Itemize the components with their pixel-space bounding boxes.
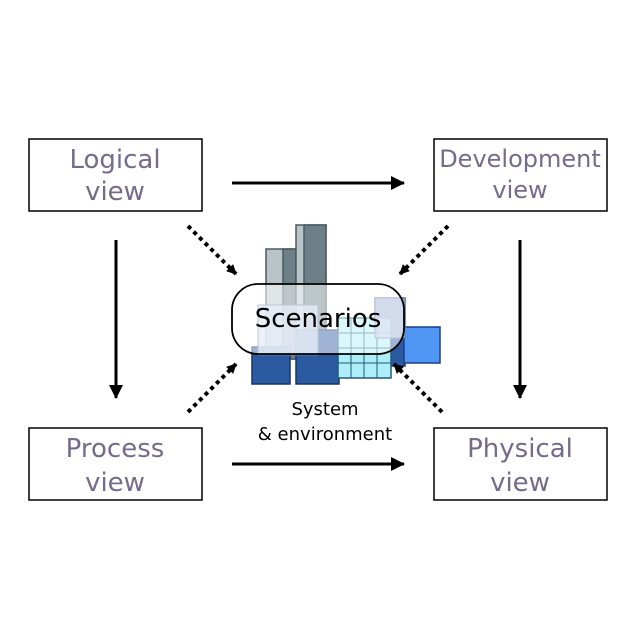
physical-view-box: Physical view	[433, 427, 608, 501]
caption-line-2: & environment	[258, 424, 392, 445]
light-blue-block	[403, 326, 441, 364]
scenarios-label: Scenarios	[255, 304, 382, 334]
caption-line-1: System	[291, 399, 358, 420]
dotted-arrow-logical-to-scenarios	[186, 224, 238, 276]
physical-view-line2: view	[490, 468, 550, 498]
dotted-arrow-development-to-scenarios	[398, 224, 450, 276]
development-view-line2: view	[492, 176, 547, 204]
logical-view-box: Logical view	[28, 138, 203, 212]
scenarios-box	[231, 283, 405, 355]
development-view-box: Development view	[433, 138, 608, 212]
development-view-line1: Development	[439, 145, 601, 173]
physical-view-line1: Physical	[467, 434, 573, 464]
process-view-line2: view	[85, 468, 145, 498]
process-view-line1: Process	[66, 434, 165, 464]
dotted-arrow-process-to-scenarios	[186, 362, 238, 414]
process-view-box: Process view	[28, 427, 203, 501]
logical-view-line2: view	[85, 177, 145, 207]
dotted-arrow-physical-to-scenarios	[392, 362, 444, 414]
logical-view-line1: Logical	[69, 145, 160, 175]
